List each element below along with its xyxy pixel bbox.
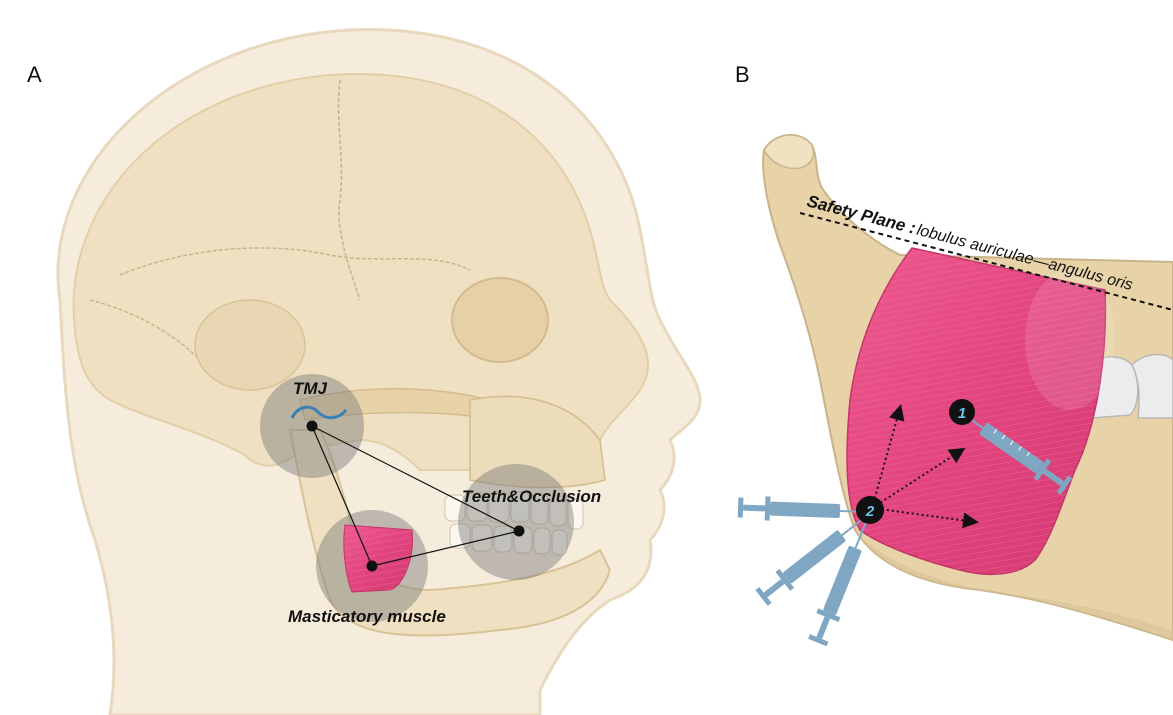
injection-point-2-label: 2 [865, 503, 875, 520]
tmj-label: TMJ [293, 379, 328, 398]
teeth-occlusion-label: Teeth&Occlusion [462, 487, 601, 506]
injection-point-1: 1 [949, 399, 975, 425]
injection-point-1-label: 1 [958, 405, 966, 422]
panel-a-letter: A [27, 62, 42, 87]
muscle-node [367, 561, 378, 572]
injection-point-2: 2 [856, 496, 884, 524]
masseter-sheen [1025, 270, 1115, 410]
masticatory-muscle-label: Masticatory muscle [288, 607, 446, 626]
teeth-node [514, 526, 525, 537]
teeth-highlight-circle [458, 464, 574, 580]
panel-a: A [27, 30, 700, 715]
orbit [452, 278, 548, 362]
panel-b-letter: B [735, 62, 750, 87]
tmj-node [307, 421, 318, 432]
temporal-bone [195, 300, 305, 390]
panel-b: B Safety Plane :lobulus auriculae—angulu… [735, 62, 1173, 647]
